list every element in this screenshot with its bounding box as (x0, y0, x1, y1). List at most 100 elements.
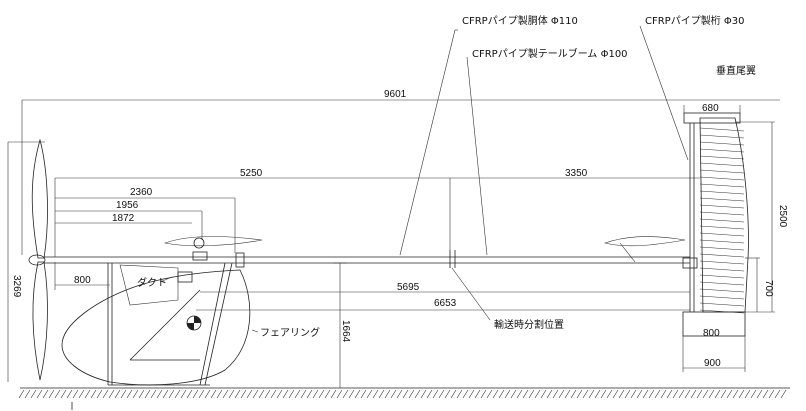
split-position-label: 輸送時分割位置 (451, 267, 564, 331)
hatch-stroke (564, 389, 571, 399)
nose-dimension: 800 (54, 262, 110, 290)
hatch-stroke (408, 389, 415, 399)
hatch-stroke (540, 389, 547, 399)
hatch-stroke (468, 389, 475, 399)
tail-root-value: 800 (703, 328, 720, 339)
hatch-stroke (690, 389, 697, 399)
tail-lower-value: 700 (763, 280, 774, 297)
hatch-stroke (234, 389, 241, 399)
tail-rib (699, 211, 745, 216)
hatch-stroke (444, 389, 451, 399)
hatch-stroke (582, 389, 589, 399)
tail-rib (699, 155, 745, 160)
fuselage-label-text: CFRPパイプ製胴体 Φ110 (462, 14, 578, 27)
hatch-stroke (144, 389, 151, 399)
hatch-stroke (654, 389, 661, 399)
dim-2360-value: 2360 (130, 187, 153, 198)
cockpit-frame (107, 262, 233, 386)
hatch-stroke (672, 389, 679, 399)
hatch-stroke (114, 389, 121, 399)
tail-rib (699, 183, 745, 188)
hatch-stroke (204, 389, 211, 399)
hatch-stroke (750, 389, 757, 399)
tail-rib (699, 260, 745, 265)
hatch-stroke (666, 389, 673, 399)
hatch-stroke (216, 389, 223, 399)
tail-rib (699, 218, 745, 223)
fairing-label: フェアリング (251, 326, 320, 339)
hatch-stroke (744, 389, 751, 399)
hatch-stroke (342, 389, 349, 399)
hatch-stroke (432, 389, 439, 399)
hatch-stroke (30, 389, 37, 399)
hatch-stroke (162, 389, 169, 399)
hatch-stroke (270, 389, 277, 399)
hatch-stroke (132, 389, 139, 399)
height-value: 1664 (340, 320, 351, 343)
hatch-stroke (120, 389, 127, 399)
hatch-stroke (606, 389, 613, 399)
tail-rib (699, 141, 745, 146)
hatch-stroke (90, 389, 97, 399)
vertical-tail-label-text: 垂直尾翼 (716, 64, 756, 77)
fuselage-boom (44, 250, 690, 268)
hatch-stroke (108, 389, 115, 399)
hatch-stroke (522, 389, 529, 399)
dim-5695-value: 5695 (397, 282, 420, 293)
dim-1956-value: 1956 (116, 200, 139, 211)
hatch-stroke (594, 389, 601, 399)
hatch-stroke (462, 389, 469, 399)
hatch-stroke (438, 389, 445, 399)
hatch-stroke (648, 389, 655, 399)
hatch-stroke (300, 389, 307, 399)
hatch-stroke (702, 389, 709, 399)
hatch-stroke (426, 389, 433, 399)
hatch-stroke (306, 389, 313, 399)
hatch-stroke (624, 389, 631, 399)
hatch-stroke (486, 389, 493, 399)
hatch-stroke (642, 389, 649, 399)
hatch-stroke (738, 389, 745, 399)
hatch-stroke (318, 389, 325, 399)
hatch-stroke (768, 389, 775, 399)
tail-rib (699, 274, 745, 279)
tail-rib (699, 232, 745, 237)
hatch-stroke (492, 389, 499, 399)
hatch-stroke (684, 389, 691, 399)
hatch-stroke (576, 389, 583, 399)
tail-rib (699, 127, 745, 132)
hatch-stroke (366, 389, 373, 399)
hatch-stroke (282, 389, 289, 399)
tail-rib (699, 162, 745, 167)
spar-label: CFRPパイプ製桁 Φ30 (639, 14, 745, 161)
hatch-stroke (48, 389, 55, 399)
fuselage-label: CFRPパイプ製胴体 Φ110 (399, 14, 578, 256)
overall-length-dimension: 9601 (21, 89, 780, 255)
aft-dimensions: 5695 6653 (196, 282, 690, 311)
hatch-stroke (42, 389, 49, 399)
hatch-stroke (168, 389, 175, 399)
hatch-stroke (480, 389, 487, 399)
hatch-stroke (708, 389, 715, 399)
hatch-stroke (330, 389, 337, 399)
hatch-stroke (18, 389, 25, 399)
hatch-stroke (762, 389, 769, 399)
tail-rib (699, 225, 745, 230)
hatch-stroke (288, 389, 295, 399)
prop-diameter-dimension: 3269 (7, 141, 45, 382)
spar-label-text: CFRPパイプ製桁 Φ30 (645, 14, 745, 27)
hatch-stroke (390, 389, 397, 399)
hatch-stroke (552, 389, 559, 399)
ground (18, 387, 790, 410)
hatch-stroke (396, 389, 403, 399)
hatch-stroke (570, 389, 577, 399)
tail-rib (699, 239, 745, 244)
tail-rib (699, 190, 745, 195)
hatch-stroke (528, 389, 535, 399)
main-wing-section (163, 236, 263, 261)
hatch-stroke (636, 389, 643, 399)
span-dimensions: 5250 3350 (54, 168, 700, 257)
duct-label: ダクト (137, 276, 173, 289)
